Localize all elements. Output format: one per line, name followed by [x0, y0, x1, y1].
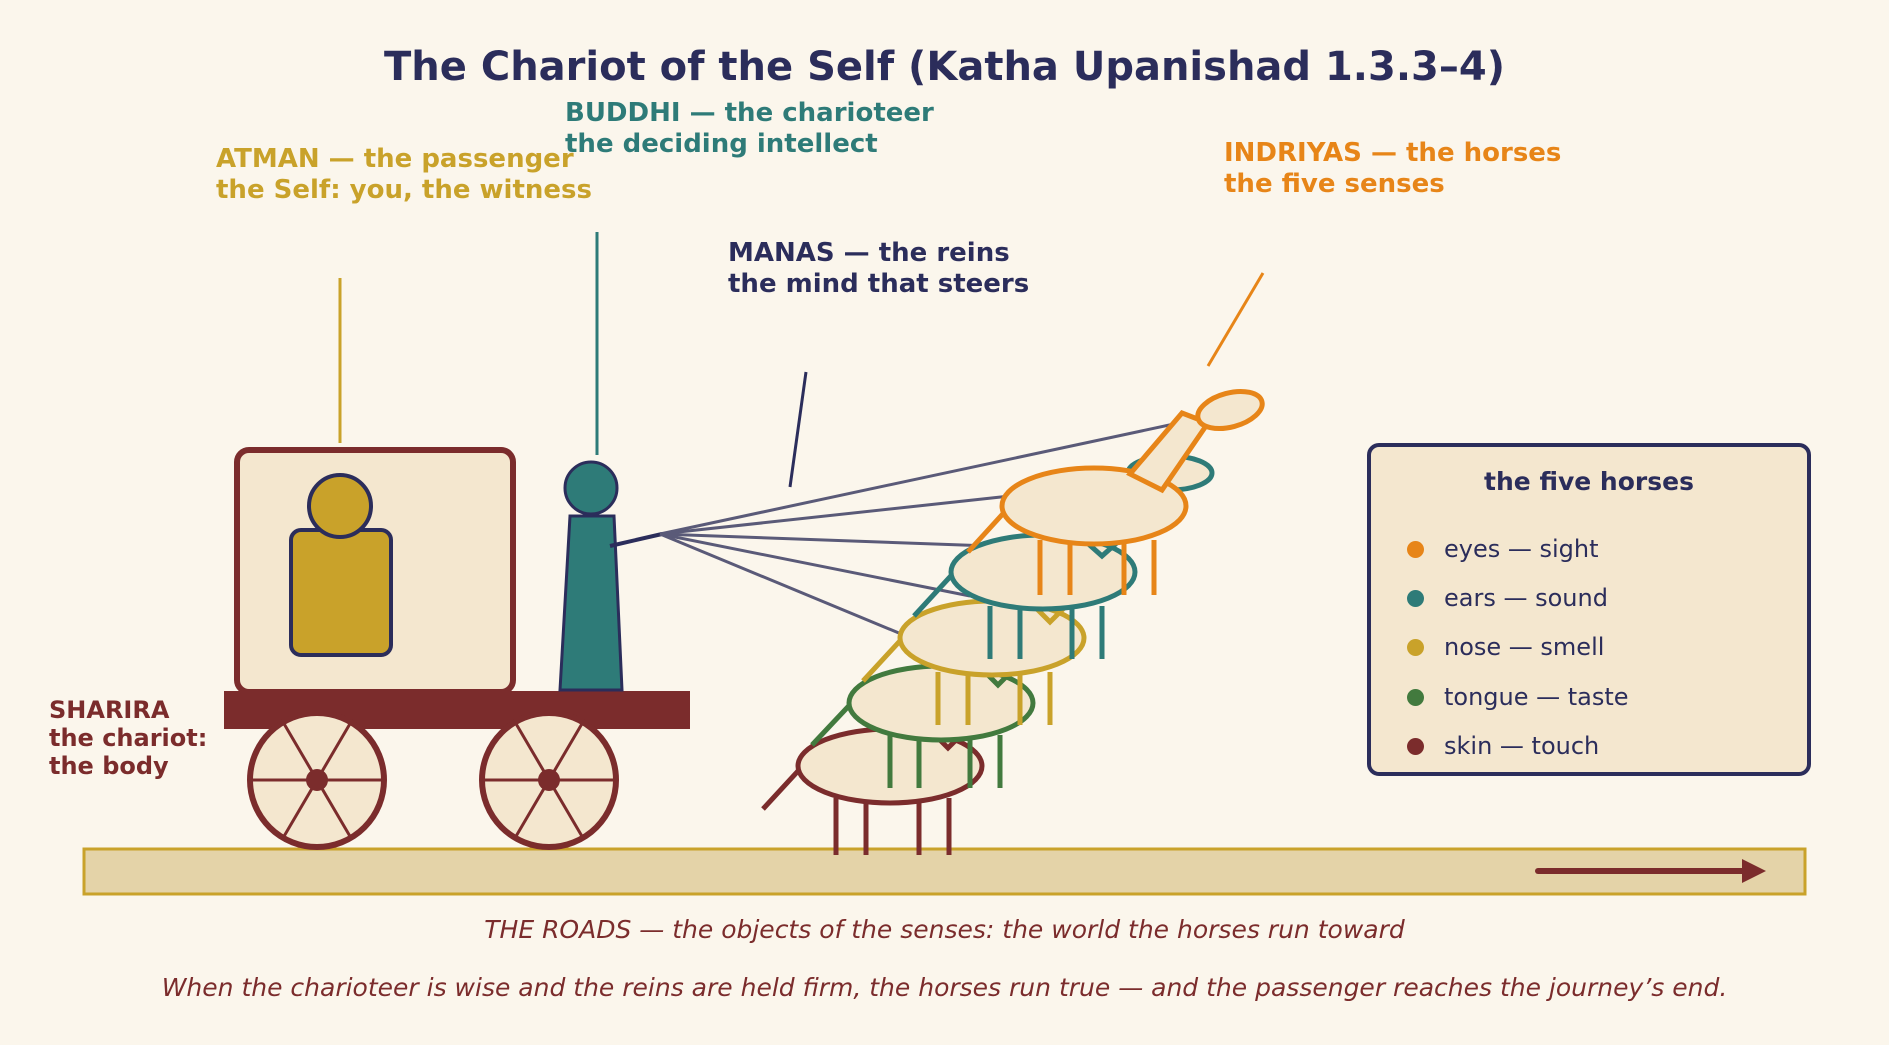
legend-item-label: tongue — taste	[1444, 683, 1629, 711]
legend-item-eyes: eyes — sight	[1407, 535, 1599, 563]
sharira-label-line3: the body	[49, 752, 169, 780]
indriyas-label-line2: the five senses	[1224, 169, 1445, 199]
sharira-label-line1: SHARIRA	[49, 696, 170, 724]
legend-item-label: ears — sound	[1444, 584, 1608, 612]
manas-leader-line	[788, 371, 808, 488]
orange-dot-icon	[1407, 540, 1424, 558]
buddhi-charioteer-figure	[558, 460, 663, 692]
atman-label-line2: the Self: you, the witness	[216, 175, 592, 205]
green-dot-icon	[1407, 688, 1424, 706]
chariot-wheel-left	[247, 710, 387, 850]
sharira-label-line2: the chariot:	[49, 724, 208, 752]
manas-label-line1: MANAS — the reins	[728, 238, 1010, 268]
legend-item-skin: skin — touch	[1407, 732, 1599, 760]
indriyas-label-line1: INDRIYAS — the horses	[1224, 138, 1562, 168]
manas-reins	[659, 419, 1189, 650]
road-direction-arrow-icon	[1535, 859, 1766, 883]
legend-item-tongue: tongue — taste	[1407, 683, 1629, 711]
manas-label-line2: the mind that steers	[728, 269, 1030, 299]
legend-title: the five horses	[1484, 467, 1694, 496]
roads-caption: THE ROADS — the objects of the senses: t…	[484, 915, 1405, 944]
page-title: The Chariot of the Self (Katha Upanishad…	[384, 44, 1505, 90]
horse-skin-touch	[761, 726, 985, 855]
buddhi-label: BUDDHI — the charioteer the deciding int…	[565, 98, 934, 160]
atman-passenger-figure	[289, 473, 393, 657]
buddhi-label-line1: BUDDHI — the charioteer	[565, 98, 934, 128]
closing-quote: When the charioteer is wise and the rein…	[161, 973, 1728, 1002]
horse-eyes-sight	[966, 388, 1265, 595]
sharira-label: SHARIRA the chariot: the body	[49, 696, 207, 780]
five-horses-legend: the five horses eyes — sight ears — soun…	[1367, 443, 1811, 776]
road	[82, 847, 1807, 896]
teal-dot-icon	[1407, 589, 1424, 607]
legend-item-ears: ears — sound	[1407, 584, 1608, 612]
legend-item-label: skin — touch	[1444, 732, 1600, 760]
maroon-dot-icon	[1407, 737, 1424, 755]
atman-label: ATMAN — the passenger the Self: you, the…	[216, 144, 592, 206]
buddhi-label-line2: the deciding intellect	[565, 129, 878, 159]
atman-label-line1: ATMAN — the passenger	[216, 144, 574, 174]
gold-dot-icon	[1407, 638, 1424, 656]
indriyas-label: INDRIYAS — the horses the five senses	[1224, 138, 1561, 200]
chariot-wheel-right	[479, 710, 619, 850]
indriyas-leader-line	[1206, 272, 1265, 367]
legend-item-nose: nose — smell	[1407, 633, 1604, 661]
legend-item-label: nose — smell	[1444, 633, 1605, 661]
manas-label: MANAS — the reins the mind that steers	[728, 238, 1029, 300]
legend-item-label: eyes — sight	[1444, 535, 1599, 563]
